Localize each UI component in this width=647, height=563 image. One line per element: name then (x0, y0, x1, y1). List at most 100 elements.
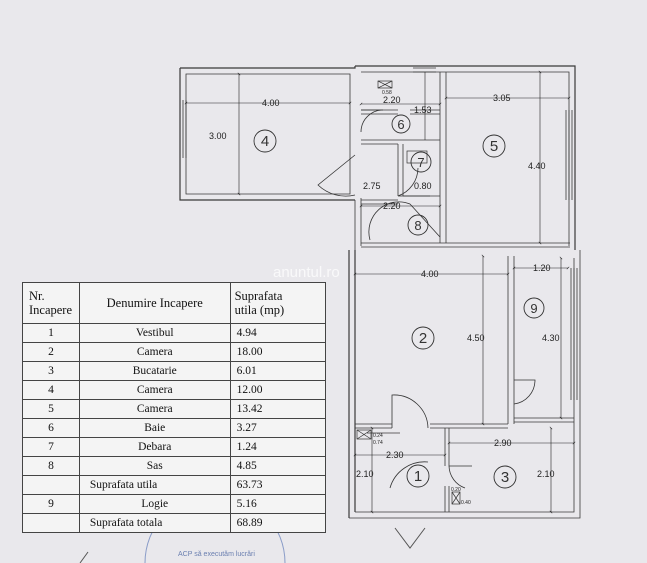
room-marker-7: 7 (410, 151, 432, 173)
dimension-lines (184, 70, 576, 514)
row-nr: 3 (22, 361, 80, 381)
room-number: 2 (419, 330, 427, 347)
row-name: Debara (78, 437, 231, 457)
room-number: 5 (490, 138, 498, 155)
stamp-text: ACP să executăm lucrări (178, 551, 255, 558)
row-area: 4.94 (229, 323, 327, 343)
pencil-mark (79, 551, 89, 563)
row-name: Sas (78, 456, 231, 476)
dim-r1-width: 2.30 (386, 450, 404, 460)
room-number: 1 (414, 468, 422, 485)
room-number: 8 (414, 218, 421, 233)
room-marker-2: 2 (411, 326, 435, 350)
dim-r3-height: 2.10 (537, 469, 555, 479)
row-nr: 1 (22, 323, 80, 343)
row-nr: 5 (22, 399, 80, 419)
loggia-nr: 9 (22, 494, 80, 514)
dim-r6-height: 1.53 (414, 105, 432, 115)
row-nr: 4 (22, 380, 80, 400)
row-nr: 7 (22, 437, 80, 457)
room-number: 7 (417, 155, 424, 170)
row-area: 3.27 (229, 418, 327, 438)
dim-r4-width: 4.00 (262, 98, 280, 108)
total-area: 68.89 (229, 513, 327, 533)
room-marker-3: 3 (493, 465, 517, 489)
subtotal-area: 63.73 (229, 475, 327, 495)
room-number: 9 (530, 301, 537, 316)
row-name: Camera (78, 380, 231, 400)
row-area: 4.85 (229, 456, 327, 476)
row-area: 6.01 (229, 361, 327, 381)
row-area: 13.42 (229, 399, 327, 419)
room-area-table: Nr. Incapere Denumire Incapere Suprafata… (22, 282, 327, 533)
dim-r3-width: 2.90 (494, 438, 512, 448)
header-name: Denumire Incapere (78, 282, 231, 324)
loggia-area: 5.16 (229, 494, 327, 514)
table-header-row: Nr. Incapere Denumire Incapere Suprafata… (22, 282, 327, 324)
row-name: Baie (78, 418, 231, 438)
row-area: 18.00 (229, 342, 327, 362)
row-nr: 8 (22, 456, 80, 476)
header-nr-line1: Nr. (29, 289, 45, 303)
header-nr: Nr. Incapere (22, 282, 80, 324)
dim-r1-fixture-b: 0.74 (373, 440, 383, 446)
dim-r2-height: 4.50 (467, 333, 485, 343)
dim-r8-width: 2.20 (383, 201, 401, 211)
dim-r6-fixture: 0.58 (382, 90, 392, 96)
room-marker-1: 1 (406, 464, 430, 488)
room-marker-4: 4 (253, 129, 277, 153)
room-marker-8: 8 (407, 214, 429, 236)
loggia-name: Logie (78, 494, 231, 514)
dim-r9-width: 1.20 (533, 263, 551, 273)
dim-r6-width: 2.20 (383, 95, 401, 105)
dim-r2-width: 4.00 (421, 269, 439, 279)
row-nr: 6 (22, 418, 80, 438)
dim-r1-height: 2.10 (356, 469, 374, 479)
dim-r1-fixture-a: 0.24 (373, 433, 383, 439)
total-nr (22, 513, 80, 533)
dimension-labels: 4.00 3.00 0.58 2.20 1.53 0.80 2.75 2.20 … (209, 90, 560, 506)
subtotal-nr (22, 475, 80, 495)
subtotal-label: Suprafata utila (78, 475, 231, 495)
room-number: 3 (501, 469, 509, 486)
dim-corridor-height: 2.75 (363, 181, 381, 191)
dim-r3-fixture-b: 0.40 (461, 500, 471, 506)
row-area: 12.00 (229, 380, 327, 400)
room-markers: 4 6 7 5 8 2 9 1 3 (253, 114, 545, 489)
dim-r3-fixture-a: 0.20 (451, 487, 461, 493)
row-name: Vestibul (78, 323, 231, 343)
dim-r4-height: 3.00 (209, 131, 227, 141)
row-name: Camera (78, 399, 231, 419)
dim-r7-width: 0.80 (414, 181, 432, 191)
room-marker-5: 5 (482, 134, 506, 158)
row-name: Bucatarie (78, 361, 231, 381)
header-area: Suprafata utila (mp) (229, 282, 327, 324)
room-marker-9: 9 (523, 297, 545, 319)
dim-r5-height: 4.40 (528, 161, 546, 171)
row-area: 1.24 (229, 437, 327, 457)
header-nr-line2: Incapere (29, 303, 73, 317)
room-number: 6 (397, 117, 404, 132)
dim-r5-width: 3.05 (493, 93, 511, 103)
row-nr: 2 (22, 342, 80, 362)
total-label: Suprafata totala (78, 513, 231, 533)
watermark: anuntul.ro (273, 264, 340, 281)
room-marker-6: 6 (391, 114, 411, 134)
room-number: 4 (261, 133, 269, 150)
header-area-line2: utila (mp) (234, 303, 285, 317)
fixtures (356, 80, 461, 505)
header-area-line1: Suprafata (234, 289, 283, 303)
row-name: Camera (78, 342, 231, 362)
